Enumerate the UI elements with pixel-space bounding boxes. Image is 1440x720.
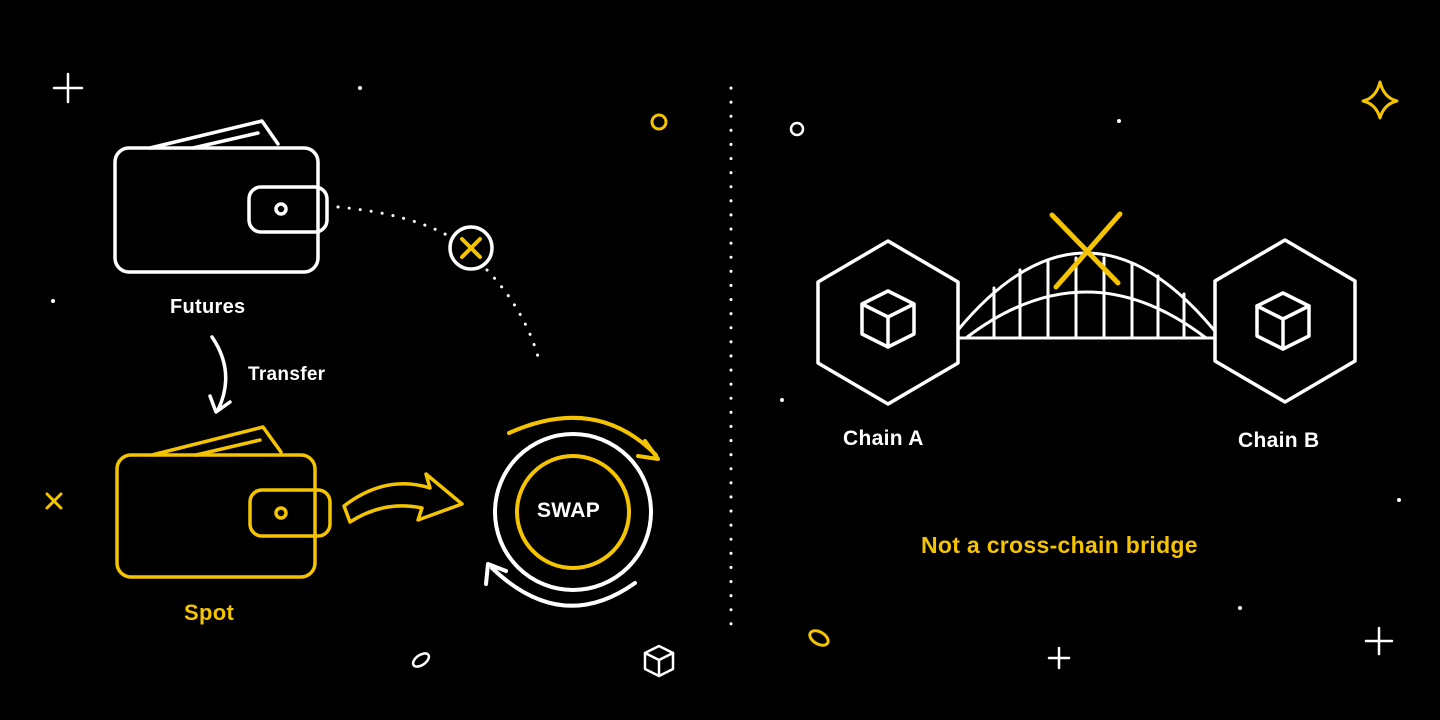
- x-mark-icon: [45, 492, 63, 510]
- spot-label: Spot: [184, 600, 235, 625]
- dot-icon: [358, 86, 362, 90]
- dot-icon: [1117, 119, 1121, 123]
- blocked-path: [336, 205, 454, 240]
- cube-icon: [1255, 291, 1311, 351]
- sparkle-icon: [1364, 626, 1394, 656]
- wallet-icon: [113, 119, 329, 274]
- plus-icon: [1047, 646, 1071, 670]
- sparkle-icon: [52, 72, 84, 104]
- four-point-star-icon: [1361, 80, 1399, 120]
- dot-icon: [51, 299, 55, 303]
- ring-icon: [808, 629, 830, 647]
- swap-icon: [484, 415, 660, 608]
- x-icon: [1049, 211, 1123, 290]
- wallet-icon: [115, 425, 332, 579]
- transfer-arrow-icon: [208, 335, 232, 414]
- swap-label: SWAP: [537, 499, 601, 522]
- dot-icon: [780, 398, 784, 402]
- hexagon-icon: [816, 239, 960, 406]
- x-circle-icon: [448, 225, 494, 271]
- chain-b-label: Chain B: [1238, 429, 1320, 452]
- ring-icon: [411, 652, 431, 668]
- decorations: [45, 72, 1401, 678]
- hexagon-icon: [1213, 238, 1357, 404]
- to-swap-arrow-icon: [342, 472, 464, 524]
- ring-icon: [650, 113, 668, 131]
- caption-label: Not a cross-chain bridge: [921, 532, 1198, 558]
- cube-icon: [860, 289, 916, 349]
- chain-a-node: [816, 239, 960, 406]
- transfer-label: Transfer: [248, 364, 326, 385]
- futures-label: Futures: [170, 296, 246, 318]
- ring-icon: [789, 121, 805, 137]
- chain-a-label: Chain A: [843, 427, 924, 450]
- dot-icon: [1238, 606, 1242, 610]
- futures-wallet: [113, 119, 329, 274]
- spot-wallet: [115, 425, 332, 579]
- cube-icon: [643, 644, 675, 678]
- dot-icon: [1397, 498, 1401, 502]
- blocked-path: [485, 268, 542, 366]
- chain-b-node: [1213, 238, 1357, 404]
